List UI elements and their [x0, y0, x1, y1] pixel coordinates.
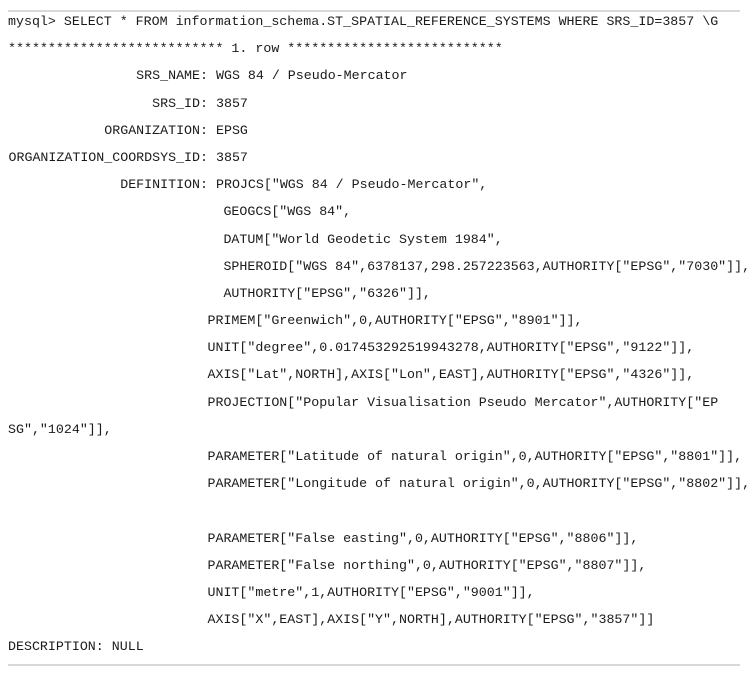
- field-label: DESCRIPTION:: [8, 639, 104, 655]
- field-label: ORGANIZATION_COORDSYS_ID:: [8, 149, 209, 165]
- definition-line: UNIT["metre",1,AUTHORITY["EPSG","9001"]]…: [8, 584, 535, 600]
- field-value: NULL: [111, 639, 144, 655]
- definition-line: DATUM["World Geodetic System 1984",: [8, 231, 503, 247]
- terminal-output: mysql> SELECT * FROM information_schema.…: [8, 8, 748, 661]
- field-organization-coordsys-id: ORGANIZATION_COORDSYS_ID: 3857: [8, 144, 748, 171]
- field-value: 3857: [215, 149, 248, 165]
- field-value: 3857: [215, 95, 248, 111]
- field-srs-name: SRS_NAME: WGS 84 / Pseudo-Mercator: [8, 62, 748, 89]
- field-value: EPSG: [215, 122, 248, 138]
- field-definition: DEFINITION: PROJCS["WGS 84 / Pseudo-Merc…: [8, 171, 748, 198]
- definition-line: AUTHORITY["EPSG","6326"]],: [8, 285, 431, 301]
- definition-line: PRIMEM["Greenwich",0,AUTHORITY["EPSG","8…: [8, 313, 583, 329]
- field-srs-id: SRS_ID: 3857: [8, 90, 748, 117]
- field-label: ORGANIZATION:: [104, 122, 208, 138]
- definition-line: UNIT["degree",0.017453292519943278,AUTHO…: [8, 340, 695, 356]
- definition-line: AXIS["X",EAST],AXIS["Y",NORTH],AUTHORITY…: [8, 612, 655, 628]
- field-label: SRS_NAME:: [136, 68, 208, 84]
- definition-line: AXIS["Lat",NORTH],AXIS["Lon",EAST],AUTHO…: [8, 367, 695, 383]
- field-value: PROJCS["WGS 84 / Pseudo-Mercator",: [215, 177, 488, 193]
- field-description: DESCRIPTION: NULL: [8, 633, 748, 660]
- definition-line: PARAMETER["Longitude of natural origin",…: [8, 476, 748, 492]
- definition-line: [8, 497, 748, 524]
- field-label: DEFINITION:: [120, 177, 208, 193]
- definition-line: SPHEROID["WGS 84",6378137,298.257223563,…: [8, 258, 748, 274]
- top-divider: [8, 10, 740, 12]
- field-value: WGS 84 / Pseudo-Mercator: [215, 68, 408, 84]
- definition-line: PROJECTION["Popular Visualisation Pseudo…: [8, 394, 719, 410]
- definition-line: PARAMETER["False easting",0,AUTHORITY["E…: [8, 530, 639, 546]
- row-header: *************************** 1. row *****…: [8, 41, 503, 57]
- definition-line: GEOGCS["WGS 84",: [8, 204, 352, 220]
- field-organization: ORGANIZATION: EPSG: [8, 117, 748, 144]
- bottom-divider: [8, 664, 740, 666]
- field-label: SRS_ID:: [152, 95, 208, 111]
- sql-query: mysql> SELECT * FROM information_schema.…: [8, 14, 719, 29]
- definition-line: PARAMETER["Latitude of natural origin",0…: [8, 449, 743, 464]
- definition-line: PARAMETER["False northing",0,AUTHORITY["…: [8, 557, 647, 573]
- definition-line: SG","1024"]],: [8, 421, 112, 437]
